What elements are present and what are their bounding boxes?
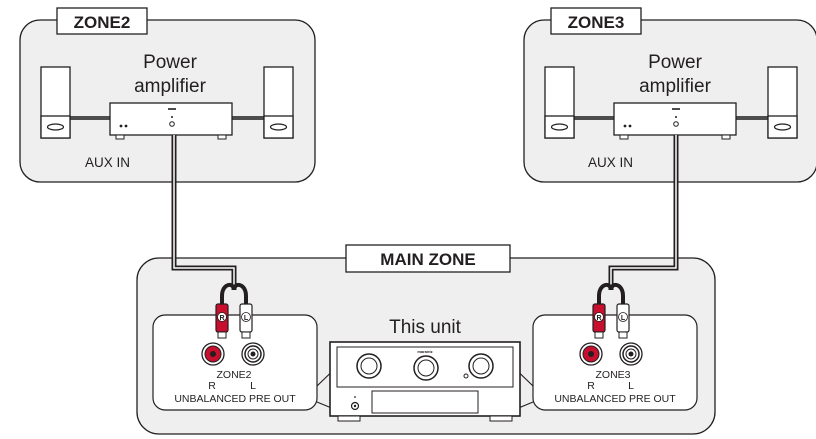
rca-jack-icon <box>619 342 643 366</box>
zone3-amp-label-line1: Power <box>648 52 703 73</box>
rca-plug-icon: R <box>592 303 606 339</box>
left-jack-l-label: L <box>250 380 256 392</box>
right-jack-l-label: L <box>628 380 634 392</box>
right-output-label: UNBALANCED PRE OUT <box>554 393 676 405</box>
left-terminal-panel: R L ZONE2 R L UNBALANCED PRE OUT <box>152 303 318 411</box>
right-plug-r-label: R <box>596 315 601 322</box>
zone3-input-label: AUX IN <box>588 155 633 170</box>
speaker-icon <box>263 66 294 139</box>
right-jack-r-label: R <box>587 380 595 392</box>
left-plug-l-label: L <box>244 315 249 322</box>
speaker-icon <box>767 66 798 139</box>
main-zone-title: MAIN ZONE <box>380 250 475 269</box>
left-output-label: UNBALANCED PRE OUT <box>174 393 296 405</box>
rca-jack-icon <box>579 342 603 366</box>
rca-jack-icon <box>241 342 265 366</box>
amplifier-icon <box>109 102 233 140</box>
this-unit-label: This unit <box>389 317 462 338</box>
rca-jack-icon <box>201 342 225 366</box>
zone2-amp-label-line1: Power <box>143 52 198 73</box>
right-zone-label: ZONE3 <box>595 369 630 381</box>
zone2-title: ZONE2 <box>74 13 131 32</box>
speaker-icon <box>544 66 575 139</box>
receiver-brand: marantz <box>417 349 432 354</box>
zone3-title: ZONE3 <box>568 13 625 32</box>
zone3-amp-label-line2: amplifier <box>639 76 711 97</box>
zone2-cable <box>171 135 248 305</box>
left-zone-label: ZONE2 <box>216 369 251 381</box>
zone3-cable <box>597 135 679 305</box>
left-plug-r-label: R <box>219 315 224 322</box>
zone2-box: ZONE2 Power amplifier AUX I <box>19 7 316 183</box>
receiver-icon: marantz <box>329 341 521 422</box>
zone2-input-label: AUX IN <box>85 155 130 170</box>
left-jack-r-label: R <box>208 380 216 392</box>
right-plug-l-label: L <box>621 315 626 322</box>
amplifier-icon <box>613 102 737 140</box>
rca-plug-icon: R <box>215 303 229 339</box>
rca-plug-icon: L <box>616 303 630 339</box>
right-terminal-panel: R L ZONE3 R L UNBALANCED PRE OUT <box>532 303 698 411</box>
zone3-box: ZONE3 Power amplifier AUX IN <box>523 7 816 183</box>
zone2-amp-label-line2: amplifier <box>134 76 206 97</box>
speaker-icon <box>40 66 71 139</box>
rca-plug-icon: L <box>239 303 253 339</box>
